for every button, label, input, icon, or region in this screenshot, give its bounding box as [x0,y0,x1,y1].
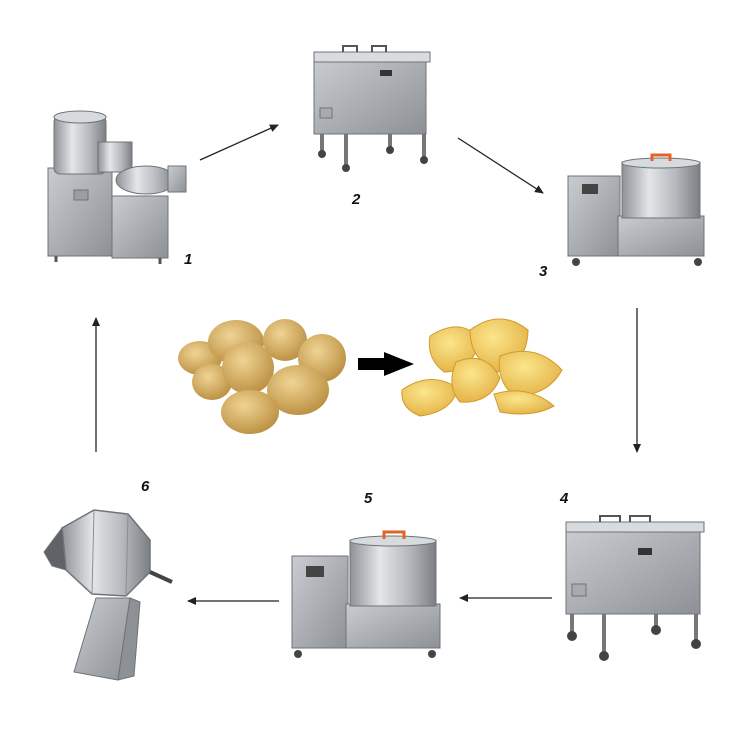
step-number-3: 3 [539,263,548,280]
step-number-2: 2 [351,191,361,208]
blanching-machine [313,45,431,172]
peeling-cutting-machine [47,110,187,264]
frying-machine [565,515,705,661]
step-number-1: 1 [184,251,192,268]
potato-chips [401,318,563,417]
seasoning-machine [43,509,173,681]
center-arrow [358,352,414,376]
flow-arrows [92,124,641,605]
dewatering-machine [567,153,705,266]
potatoes [178,319,346,434]
arrow-1-to-2 [199,124,279,161]
arrow-2-to-3 [457,137,544,194]
step-number-6: 6 [141,478,150,495]
step-number-5: 5 [364,490,373,507]
step-number-4: 4 [559,490,569,507]
deoiling-machine [291,530,441,658]
